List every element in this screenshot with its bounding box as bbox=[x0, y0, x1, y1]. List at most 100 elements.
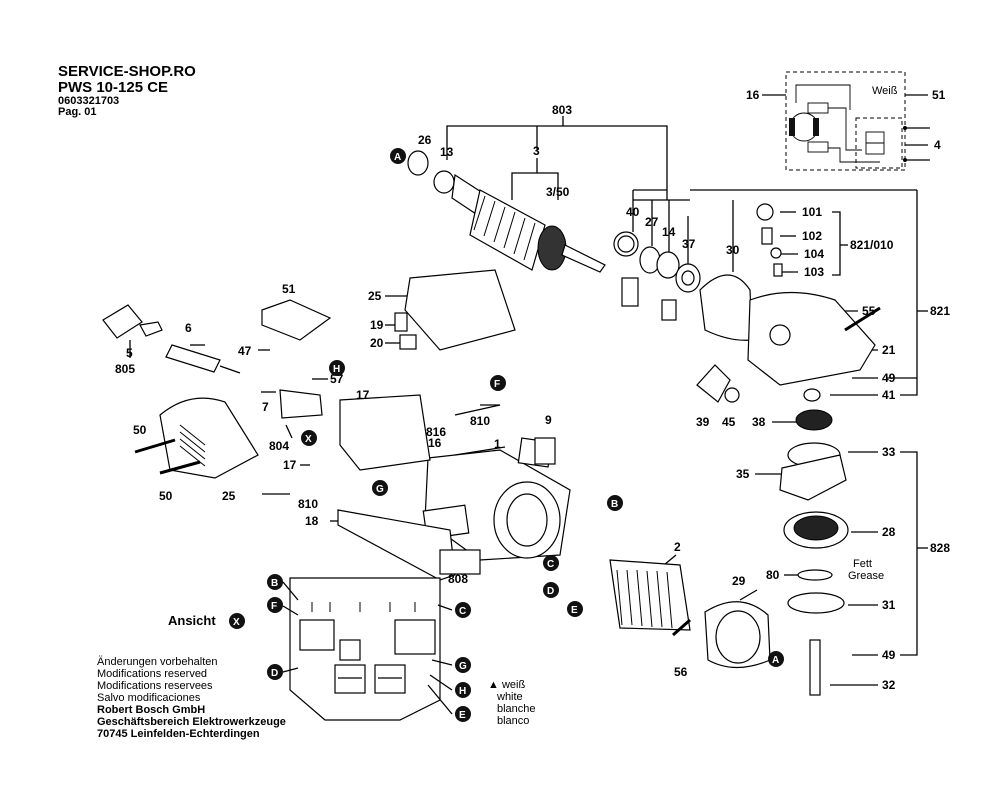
svg-text:A: A bbox=[394, 152, 401, 163]
label-16-brush: 16 bbox=[428, 436, 442, 450]
gear-housing bbox=[699, 203, 881, 386]
label-7: 7 bbox=[262, 400, 269, 414]
label-38: 38 bbox=[752, 415, 766, 429]
badge-h-view: H bbox=[455, 682, 471, 698]
svg-text:B: B bbox=[271, 578, 278, 589]
view-x-connector-detail bbox=[282, 577, 453, 721]
label-20: 20 bbox=[370, 336, 384, 350]
label-35: 35 bbox=[736, 467, 750, 481]
label-6: 6 bbox=[185, 321, 192, 335]
label-1: 1 bbox=[494, 437, 501, 451]
badge-x-main: X bbox=[301, 430, 317, 446]
label-45: 45 bbox=[722, 415, 736, 429]
svg-text:F: F bbox=[494, 379, 500, 390]
part-code: 0603321703 bbox=[58, 94, 120, 107]
label-101: 101 bbox=[802, 205, 822, 219]
cable-and-plug bbox=[102, 304, 241, 374]
label-51-wiring: 51 bbox=[932, 88, 946, 102]
label-5: 5 bbox=[126, 346, 133, 360]
svg-text:G: G bbox=[459, 661, 467, 672]
badge-e-coil: E bbox=[567, 601, 583, 617]
badge-a-top: A bbox=[390, 148, 406, 164]
label-47: 47 bbox=[238, 344, 252, 358]
label-50-upper: 50 bbox=[133, 423, 147, 437]
svg-text:X: X bbox=[233, 617, 240, 628]
label-810-upper: 810 bbox=[470, 414, 490, 428]
svg-text:G: G bbox=[376, 484, 384, 495]
label-56: 56 bbox=[674, 665, 688, 679]
label-25-lower: 25 bbox=[222, 489, 236, 503]
label-21: 21 bbox=[882, 343, 896, 357]
badge-d-view: D bbox=[267, 664, 283, 680]
model-title: PWS 10-125 CE bbox=[58, 78, 169, 96]
label-13: 13 bbox=[440, 145, 454, 159]
footer-line-2: Modifications reserved bbox=[97, 668, 207, 680]
label-32: 32 bbox=[882, 678, 896, 692]
footer-line-3: Modifications reservees bbox=[97, 680, 213, 692]
badge-f-view: F bbox=[267, 597, 283, 613]
label-18: 18 bbox=[305, 514, 319, 528]
label-40: 40 bbox=[626, 205, 640, 219]
badge-h-top: H bbox=[329, 360, 345, 376]
label-49-upper: 49 bbox=[882, 371, 896, 385]
badge-c-coil: C bbox=[543, 555, 559, 571]
label-804: 804 bbox=[269, 439, 289, 453]
label-25-upper: 25 bbox=[368, 289, 382, 303]
label-50-lower: 50 bbox=[159, 489, 173, 503]
badge-c-view: C bbox=[455, 602, 471, 618]
page-number: Pag. 01 bbox=[58, 106, 97, 119]
svg-text:F: F bbox=[271, 601, 277, 612]
label-3-50: 3/50 bbox=[546, 185, 570, 199]
label-16-wiring: 16 bbox=[746, 88, 760, 102]
label-26: 26 bbox=[418, 133, 432, 147]
svg-text:E: E bbox=[571, 605, 578, 616]
label-821-010: 821/010 bbox=[850, 238, 894, 252]
svg-text:C: C bbox=[547, 559, 554, 570]
label-816: 816 bbox=[426, 425, 446, 439]
footer-line-4: Salvo modificaciones bbox=[97, 692, 201, 704]
footer-line-7: 70745 Leinfelden-Echterdingen bbox=[97, 728, 260, 740]
label-57: 57 bbox=[330, 372, 344, 386]
svg-text:X: X bbox=[305, 434, 312, 445]
svg-text:D: D bbox=[547, 586, 554, 597]
label-4: 4 bbox=[934, 138, 941, 152]
badge-g-view: G bbox=[455, 657, 471, 673]
svg-text:H: H bbox=[333, 364, 340, 375]
svg-text:D: D bbox=[271, 668, 278, 679]
wiring-schematic: Weiß bbox=[785, 71, 930, 171]
wiring-color-label: Weiß bbox=[872, 85, 898, 97]
label-31: 31 bbox=[882, 598, 896, 612]
label-80: 80 bbox=[766, 568, 780, 582]
badge-e-view: E bbox=[455, 706, 471, 722]
label-805: 805 bbox=[115, 362, 135, 376]
label-17-lower: 17 bbox=[283, 458, 297, 472]
label-810-lower: 810 bbox=[298, 497, 318, 511]
grease-label-de: Fett bbox=[853, 558, 872, 570]
svg-text:H: H bbox=[459, 686, 466, 697]
footer-line-5: Robert Bosch GmbH bbox=[97, 704, 205, 716]
badge-a-guard: A bbox=[768, 651, 784, 667]
label-17-upper: 17 bbox=[356, 388, 370, 402]
legend-blanco: blanco bbox=[497, 715, 529, 727]
leader-lines bbox=[129, 94, 928, 686]
label-808: 808 bbox=[448, 572, 468, 586]
label-2: 2 bbox=[674, 540, 681, 554]
label-9: 9 bbox=[545, 413, 552, 427]
badge-b-coil: B bbox=[607, 495, 623, 511]
label-3: 3 bbox=[533, 144, 540, 158]
site-title: SERVICE-SHOP.RO bbox=[58, 63, 196, 80]
label-102: 102 bbox=[802, 229, 822, 243]
badge-d-coil: D bbox=[543, 582, 559, 598]
footer-line-6: Geschäftsbereich Elektrowerkzeuge bbox=[97, 716, 286, 728]
svg-text:C: C bbox=[459, 606, 466, 617]
footer-notes: Änderungen vorbehalten Modifications res… bbox=[97, 656, 286, 740]
footer-line-1: Änderungen vorbehalten bbox=[97, 656, 217, 668]
legend-blanche: blanche bbox=[497, 703, 536, 715]
badge-g-top: G bbox=[372, 480, 388, 496]
label-49-lower: 49 bbox=[882, 648, 896, 662]
label-14: 14 bbox=[662, 225, 676, 239]
label-104: 104 bbox=[804, 247, 824, 261]
legend-white: white bbox=[496, 691, 523, 703]
badge-f-top: F bbox=[490, 375, 506, 391]
